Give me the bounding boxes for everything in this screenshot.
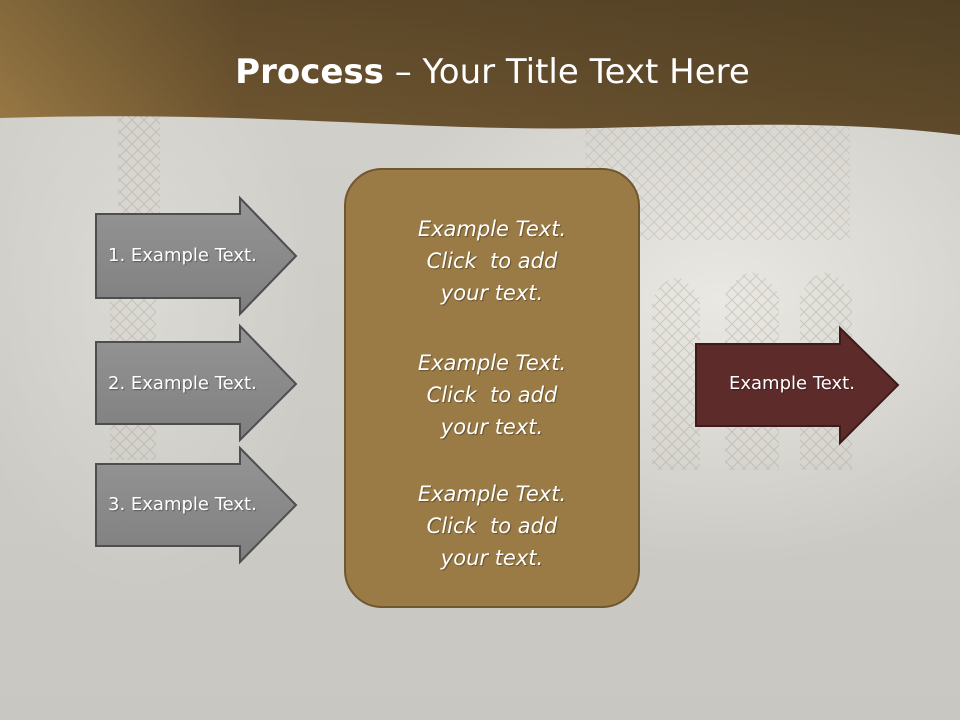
- title-dash: –: [383, 52, 423, 92]
- right-arrow[interactable]: [695, 325, 900, 446]
- paragraph-line: Click to add: [426, 249, 558, 273]
- left-arrow-3[interactable]: [95, 445, 298, 565]
- center-paragraph-1[interactable]: Example Text. Click to add your text.: [344, 213, 640, 309]
- slide-title[interactable]: Process – Your Title Text Here: [0, 52, 960, 92]
- center-paragraph-3[interactable]: Example Text. Click to add your text.: [344, 478, 640, 574]
- center-content-box[interactable]: [344, 168, 640, 608]
- paragraph-line: Example Text.: [417, 482, 567, 506]
- paragraph-line: your text.: [440, 281, 544, 305]
- left-arrow-2[interactable]: [95, 323, 298, 443]
- header-band: [0, 0, 960, 135]
- left-arrow-3-label: 3. Example Text.: [108, 494, 257, 515]
- title-text: Your Title Text Here: [422, 52, 750, 92]
- paragraph-line: your text.: [440, 546, 544, 570]
- left-arrow-1-label: 1. Example Text.: [108, 245, 257, 266]
- paragraph-line: your text.: [440, 415, 544, 439]
- center-paragraph-2[interactable]: Example Text. Click to add your text.: [344, 347, 640, 443]
- left-arrow-1[interactable]: [95, 195, 298, 317]
- paragraph-line: Click to add: [426, 514, 558, 538]
- title-bold: Process: [235, 52, 384, 92]
- left-arrow-2-label: 2. Example Text.: [108, 373, 257, 394]
- right-arrow-label: Example Text.: [729, 373, 855, 394]
- paragraph-line: Example Text.: [417, 217, 567, 241]
- paragraph-line: Example Text.: [417, 351, 567, 375]
- paragraph-line: Click to add: [426, 383, 558, 407]
